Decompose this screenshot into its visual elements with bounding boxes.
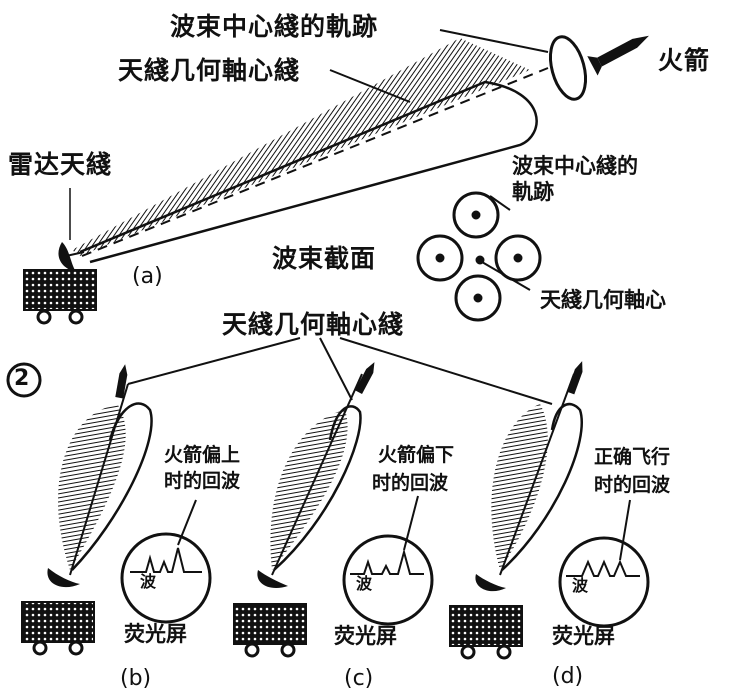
- screen-label-c: 荧光屏: [334, 624, 397, 648]
- screen-circle-d: [558, 536, 650, 628]
- truck-icon: [23, 269, 97, 325]
- label-rocket: 火箭: [658, 46, 711, 75]
- truck-icon: [449, 605, 523, 660]
- label-rocket-low-1: 火箭偏下: [378, 444, 455, 466]
- panel-c: [233, 362, 434, 658]
- screen-label-d: 荧光屏: [552, 624, 615, 648]
- echo-trace-c: [350, 548, 424, 575]
- screen-circle-c: [342, 534, 434, 626]
- label-antenna-axis: 天綫几何軸心綫: [118, 56, 301, 85]
- outer-lobe: [79, 80, 538, 264]
- caption-a: (a): [132, 264, 163, 289]
- panel-a: [23, 29, 649, 325]
- caption-c: (c): [344, 666, 374, 691]
- label-correct-flight-2: 时的回波: [594, 474, 671, 496]
- caption-b: (b): [120, 666, 152, 691]
- truck-icon: [21, 601, 95, 656]
- label-beam-cross-section: 波束截面: [272, 244, 377, 273]
- rocket-icon: [354, 362, 375, 395]
- panel-b: [21, 364, 212, 656]
- caption-d: (d): [552, 664, 584, 689]
- label-rocket-high-2: 时的回波: [164, 470, 241, 492]
- antenna-dish-icon: [475, 574, 506, 592]
- screen-wave-label-b: 波: [140, 572, 157, 591]
- leader-axis: [329, 69, 411, 103]
- antenna-axis-dashed: [81, 67, 549, 257]
- antenna-dish-icon: [257, 570, 288, 589]
- beam-cross-section: [416, 191, 542, 322]
- rocket-icon: [587, 35, 649, 76]
- echo-trace-b: [130, 547, 202, 573]
- screen-circle-b: [120, 532, 212, 624]
- label-antenna-axis-right: 天綫几何軸心: [540, 288, 666, 312]
- rocket-icon: [115, 364, 128, 399]
- figure-number-circle: [6, 362, 42, 398]
- label-beam-trace-right-1: 波束中心綫的: [512, 154, 638, 178]
- screen-label-b: 荧光屏: [124, 622, 187, 646]
- figure-number: 2: [14, 366, 30, 391]
- antenna-dish-icon: [58, 242, 85, 272]
- axis-leader-lines: [127, 337, 553, 405]
- screen-wave-label-c: 波: [356, 574, 373, 593]
- leader-trace: [439, 29, 549, 53]
- truck-icon: [233, 603, 307, 658]
- panel-d: [449, 361, 650, 660]
- label-radar-antenna: 雷达天綫: [8, 150, 113, 179]
- antenna-dish-icon: [47, 568, 80, 588]
- label-beam-center-trace: 波束中心綫的軌跡: [170, 12, 379, 41]
- label-rocket-low-2: 时的回波: [372, 472, 449, 494]
- main-beam: [72, 38, 530, 256]
- screen-wave-label-d: 波: [572, 576, 589, 595]
- rocket-icon: [566, 361, 583, 395]
- label-correct-flight-1: 正确飞行: [594, 446, 671, 468]
- label-rocket-high-1: 火箭偏上: [164, 444, 241, 466]
- label-beam-trace-right-2: 軌跡: [512, 180, 554, 204]
- label-antenna-axis-middle: 天綫几何軸心綫: [222, 310, 405, 339]
- echo-trace-d: [566, 559, 640, 577]
- scan-ellipse: [548, 35, 588, 101]
